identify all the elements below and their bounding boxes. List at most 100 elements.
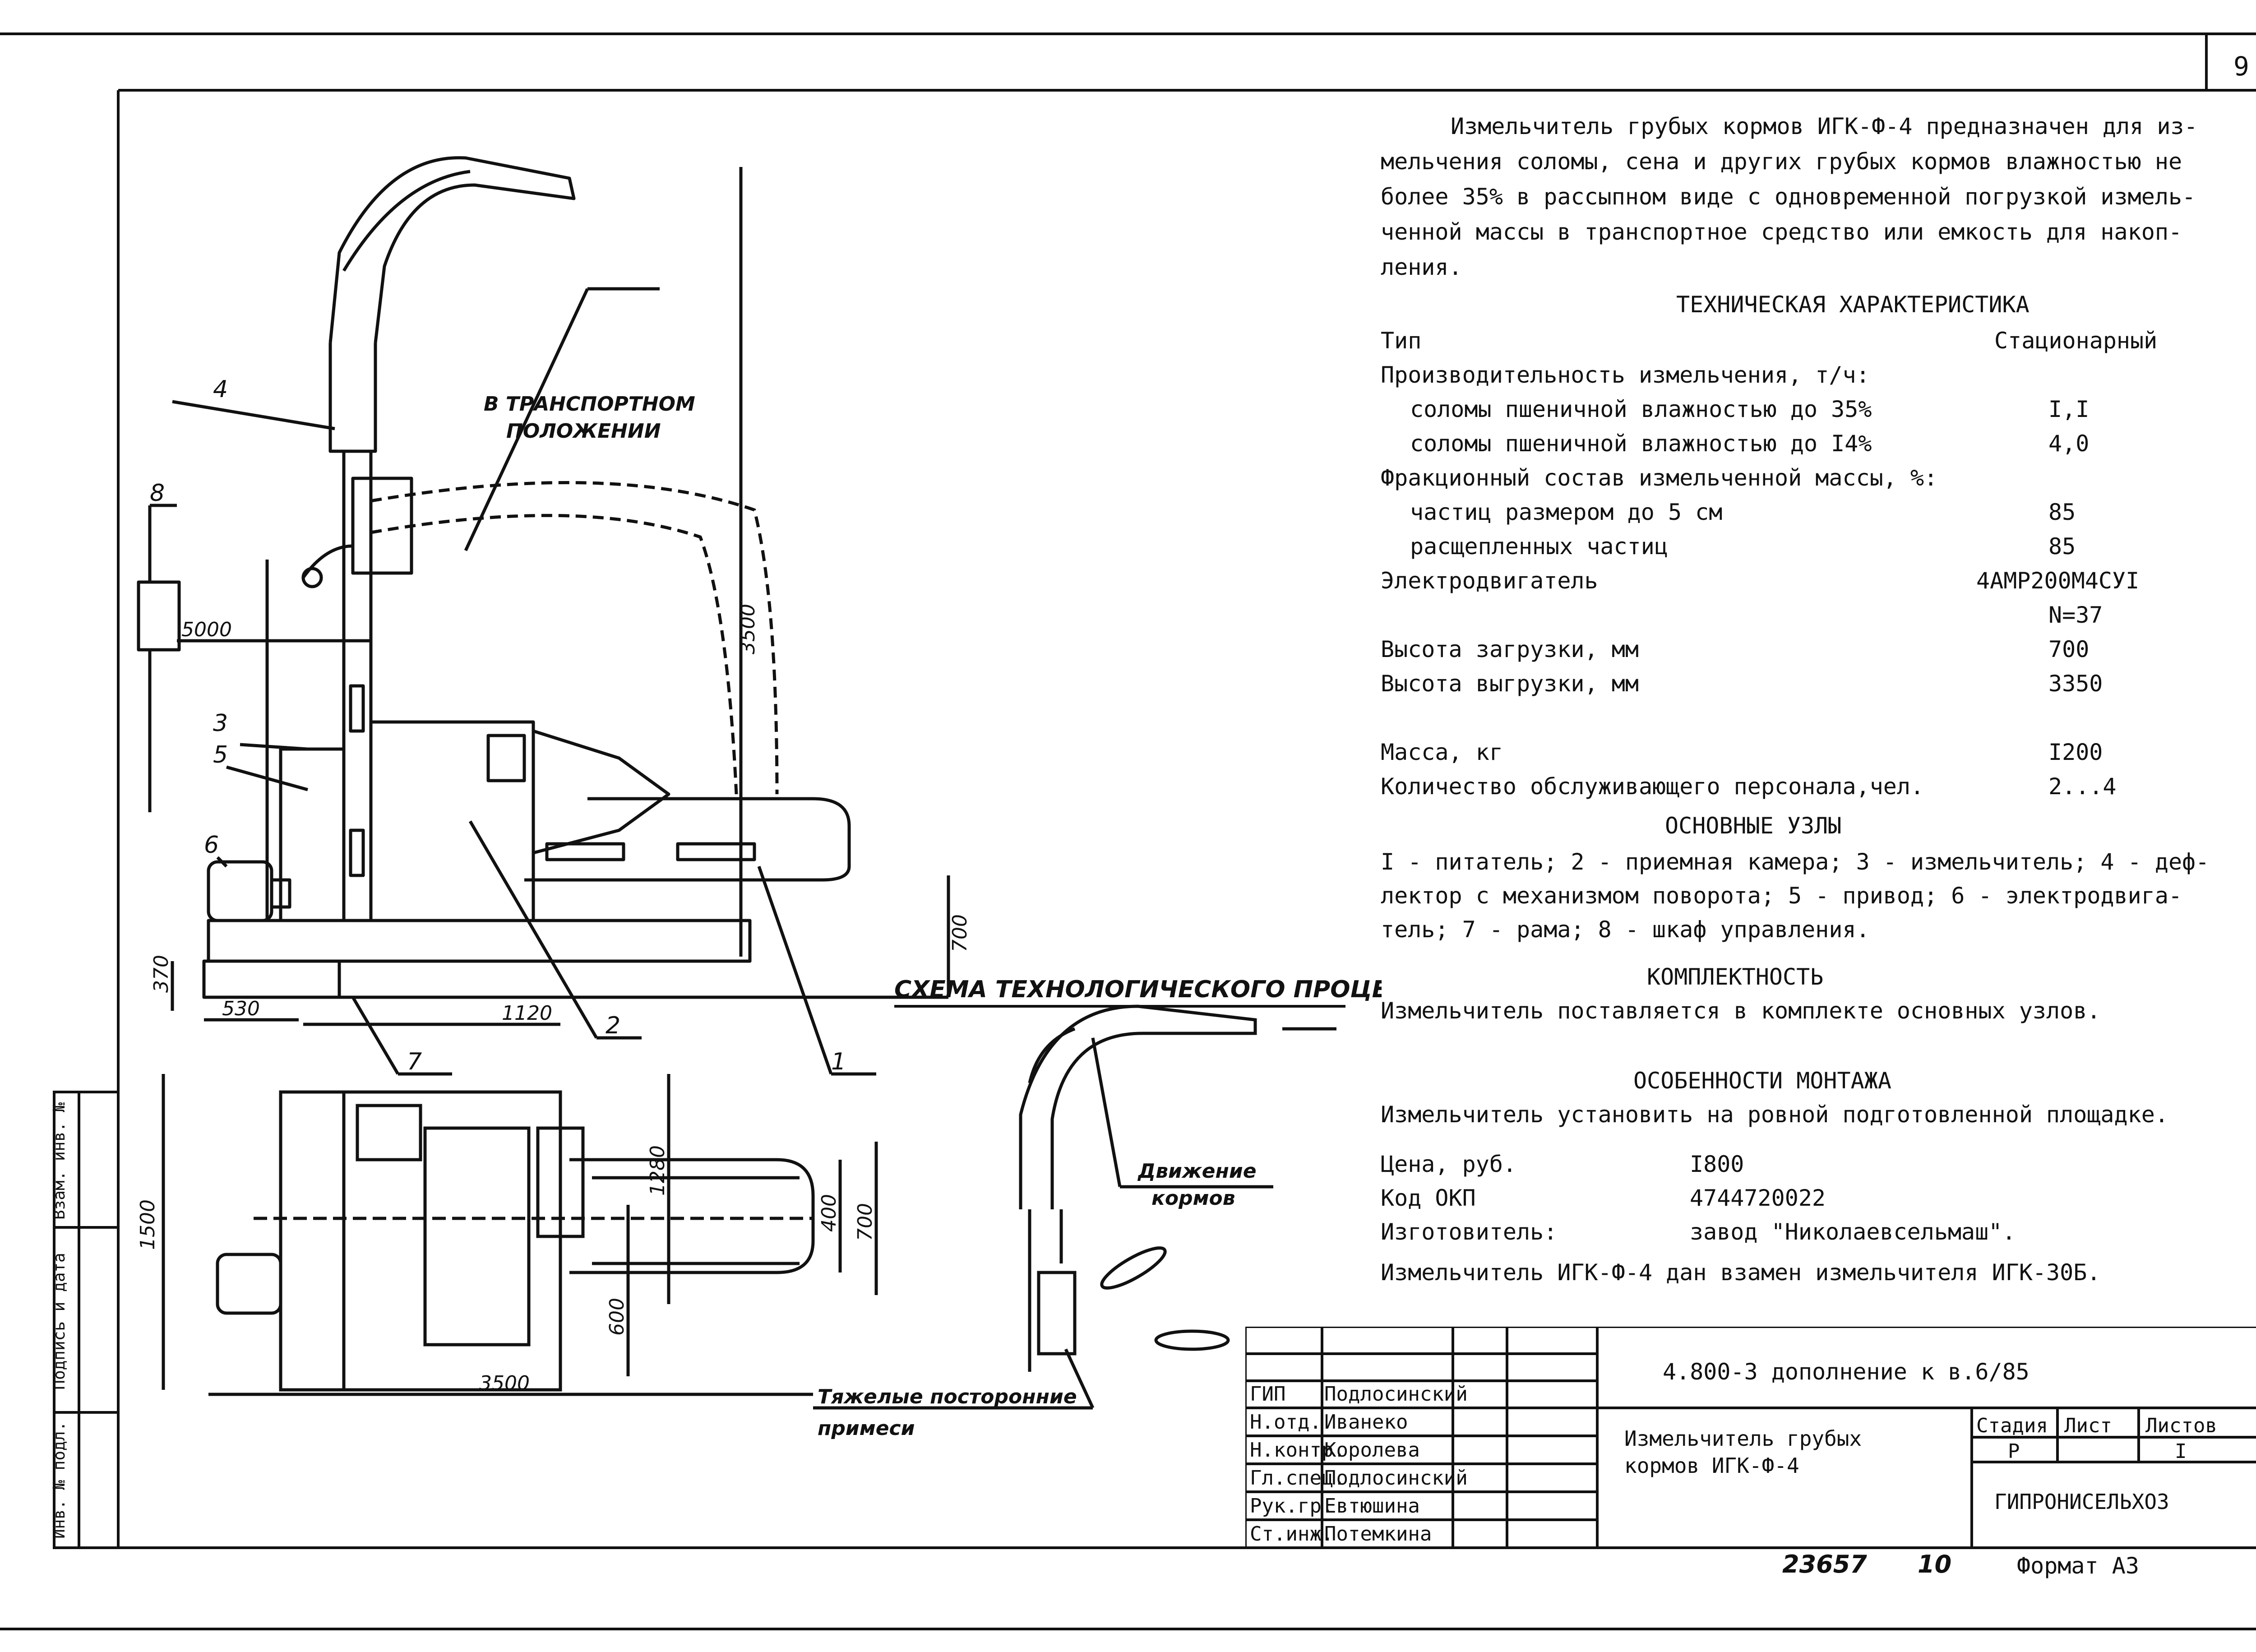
intro-line: ления. — [1381, 254, 1462, 280]
callout-4: 4 — [213, 376, 228, 403]
page-number: 9 — [2233, 51, 2249, 82]
format-label: Формат А3 — [2017, 1553, 2139, 1579]
units-line: I - питатель; 2 - приемная камера; 3 - и… — [1381, 849, 2210, 875]
tech-row-label: Масса, кг — [1381, 739, 1503, 765]
intro-line: более 35% в рассыпном виде с одновременн… — [1381, 184, 2196, 210]
dim-cabinet-offset: 5000 — [181, 618, 232, 641]
side-stamp-replacement-inventory: Взам. инв. № — [50, 1102, 69, 1220]
tech-row-value: Стационарный — [1994, 328, 2158, 354]
signature-name: Иванеко — [1324, 1411, 1408, 1434]
tech-row-label: Производительность измельчения, т/ч: — [1381, 362, 1870, 388]
scheme-movement-1: Движение — [1137, 1160, 1257, 1183]
tech-row-value: N=37 — [2048, 602, 2103, 628]
tech-row-value: 85 — [2048, 499, 2076, 525]
manufacturer-label: Изготовитель: — [1381, 1219, 1558, 1245]
side-stamp-signature-date: Подпись и дата — [50, 1253, 69, 1390]
dim-base-height: 370 — [150, 955, 173, 993]
dim-plan-length: 3500 — [479, 1372, 530, 1395]
completeness-text: Измельчитель поставляется в комплекте ос… — [1381, 998, 2101, 1024]
tech-row-label: Электродвигатель — [1381, 568, 1598, 594]
signature-name: Евтюшина — [1324, 1495, 1420, 1518]
tech-row-value: 4,0 — [2048, 430, 2090, 457]
tech-row-label: соломы пшеничной влажностью до 35% — [1410, 396, 1872, 422]
scheme-heavy-2: примеси — [818, 1417, 915, 1440]
signature-role: ГИП — [1250, 1383, 1286, 1406]
tech-row-value: I200 — [2048, 739, 2103, 765]
dim-plan-depth: 1500 — [136, 1199, 159, 1250]
scheme-title: СХЕМА ТЕХНОЛОГИЧЕСКОГО ПРОЦЕССА — [894, 976, 1382, 1003]
transport-label-2: ПОЛОЖЕНИИ — [506, 420, 661, 443]
tech-row-label: Фракционный состав измельченной массы, %… — [1381, 465, 1938, 491]
dim-motor-offset: 530 — [222, 997, 260, 1020]
footer-sheet-number: 10 — [1918, 1550, 1952, 1578]
tech-row-label: Высота выгрузки, мм — [1381, 671, 1639, 697]
side-stamp-original-inventory: Инв. № подл. — [50, 1421, 69, 1539]
callout-8: 8 — [150, 480, 165, 507]
callout-2: 2 — [606, 1012, 620, 1039]
tech-row-value: 85 — [2048, 533, 2076, 560]
tech-title: ТЕХНИЧЕСКАЯ ХАРАКТЕРИСТИКА — [1676, 292, 2029, 318]
machine-side-view: 1120 3500 700 5000 370 530 1500 1280 400… — [136, 156, 1382, 1440]
dim-plan-width: 1120 — [502, 1002, 552, 1025]
sheets-header: Листов — [2145, 1414, 2217, 1437]
callout-7: 7 — [407, 1048, 422, 1075]
callout-1: 1 — [831, 1048, 846, 1075]
dim-plan-feed-700: 700 — [854, 1203, 877, 1241]
signature-role: Гл.спец. — [1250, 1467, 1345, 1490]
tech-row-label: Количество обслуживающего персонала,чел. — [1381, 773, 1924, 800]
callout-3: 3 — [213, 710, 228, 737]
tech-row-label: Высота загрузки, мм — [1381, 636, 1639, 662]
units-line: тель; 7 - рама; 8 - шкаф управления. — [1381, 916, 1870, 943]
callout-5: 5 — [213, 741, 228, 768]
intro-line: Измельчитель грубых кормов ИГК-Ф-4 предн… — [1451, 113, 2198, 139]
dim-plan-feed-400: 400 — [818, 1194, 841, 1232]
price-label: Цена, руб. — [1381, 1151, 1517, 1177]
sheets-value: I — [2175, 1440, 2187, 1463]
units-line: лектор с механизмом поворота; 5 - привод… — [1381, 883, 2182, 909]
inventory-number: 23657 — [1782, 1550, 1867, 1578]
tech-row-value: I,I — [2048, 396, 2090, 422]
okp-value: 4744720022 — [1690, 1185, 1826, 1211]
scheme-heavy-1: Тяжелые посторонние — [818, 1385, 1077, 1408]
tech-row-label: частиц размером до 5 см — [1410, 499, 1723, 525]
intro-line: ченной массы в транспортное средство или… — [1381, 219, 2182, 245]
completeness-title: КОМПЛЕКТНОСТЬ — [1647, 964, 1824, 990]
price-value: I800 — [1690, 1151, 1744, 1177]
manufacturer-value: завод "Николаевсельмаш". — [1690, 1219, 2016, 1245]
callout-6: 6 — [204, 832, 219, 859]
signature-name: Подлосинский — [1324, 1383, 1468, 1406]
tech-row-label: Тип — [1381, 328, 1422, 354]
signature-role: Н.контр. — [1250, 1439, 1345, 1462]
transport-label-1: В ТРАНСПОРТНОМ — [484, 393, 695, 416]
stage-header: Стадия — [1976, 1414, 2048, 1437]
okp-label: Код ОКП — [1381, 1185, 1476, 1211]
mounting-text: Измельчитель установить на ровной подгот… — [1381, 1101, 2168, 1128]
tech-row-label: расщепленных частиц — [1410, 533, 1668, 560]
signature-name: Подлосинский — [1324, 1467, 1468, 1490]
scheme-movement-2: кормов — [1151, 1187, 1235, 1210]
organization: ГИПРОНИСЕЛЬХОЗ — [1994, 1490, 2169, 1514]
doc-title-line-2: кормов ИГК-Ф-4 — [1624, 1453, 1799, 1478]
tech-row-label: соломы пшеничной влажностью до I4% — [1410, 430, 1872, 457]
dim-load-height: 700 — [948, 914, 971, 952]
tech-row-value: 2...4 — [2048, 773, 2117, 800]
intro-line: мельчения соломы, сена и других грубых к… — [1381, 148, 2182, 175]
dim-plan-inner: 1280 — [646, 1145, 669, 1196]
tech-row-value: 3350 — [2048, 671, 2103, 697]
stage-value: Р — [2008, 1440, 2020, 1463]
units-title: ОСНОВНЫЕ УЗЛЫ — [1665, 813, 1842, 839]
signature-name: Королева — [1324, 1439, 1420, 1462]
mounting-title: ОСОБЕННОСТИ МОНТАЖА — [1633, 1068, 1891, 1094]
replacement-note: Измельчитель ИГК-Ф-4 дан взамен измельчи… — [1381, 1259, 2101, 1286]
signature-role: Рук.гр. — [1250, 1495, 1334, 1518]
sheet-header: Лист — [2064, 1414, 2112, 1437]
dim-height-total: 3500 — [736, 604, 759, 654]
tech-row-value: 4АМР200М4СУI — [1976, 568, 2140, 594]
signature-role: Н.отд. — [1250, 1411, 1322, 1434]
tech-row-value: 700 — [2048, 636, 2090, 662]
dim-plan-600: 600 — [606, 1298, 629, 1336]
doc-title-line-1: Измельчитель грубых — [1624, 1426, 1862, 1451]
signature-name: Потемкина — [1324, 1522, 1432, 1546]
title-block-grid — [1245, 1327, 2256, 1548]
